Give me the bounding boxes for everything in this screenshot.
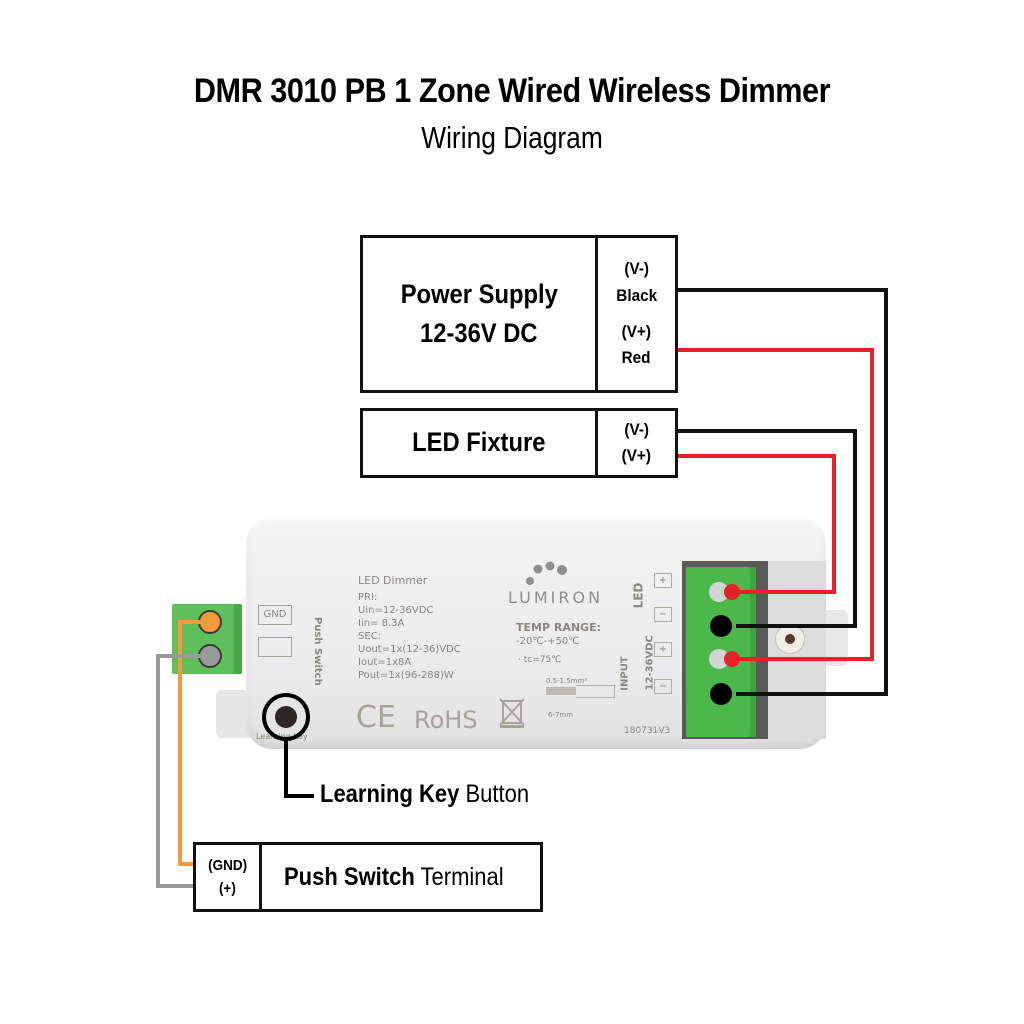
push-switch-terminal-block (172, 604, 242, 674)
push-terminal-pos: (+) (219, 880, 236, 897)
tc-value: · tc=75℃ (518, 655, 562, 665)
push-switch-title-rest: Terminal (414, 862, 504, 891)
plus-print: + (654, 642, 672, 657)
input-print: INPUT (619, 656, 631, 691)
ps-terminal-pos-polarity: (V+) (621, 322, 652, 341)
spec-line: Uin=12-36VDC (358, 605, 434, 616)
learning-key-callout-bold: Learning Key (320, 780, 460, 808)
box-divider (595, 238, 598, 390)
rohs-mark: RoHS (414, 706, 478, 734)
push-switch-title-text: Push Switch Terminal (284, 863, 504, 892)
box-divider (259, 845, 262, 909)
device-title-print: LED Dimmer (358, 574, 428, 587)
wire-insulation-icon (576, 685, 615, 698)
push-switch-title-bold: Push Switch (284, 862, 415, 891)
diagram-title: DMR 3010 PB 1 Zone Wired Wireless Dimmer (193, 72, 831, 110)
push-switch-terminal-title: Push Switch Terminal (262, 845, 540, 909)
weee-bin-icon (499, 698, 525, 728)
led-terminal-neg: (V-) (624, 419, 649, 439)
spec-line: Uout=1x(12-36)VDC (358, 644, 461, 655)
serial-number: 180731V3 (624, 726, 671, 736)
learning-key-callout: Learning Key Button (320, 780, 529, 809)
minus-print: − (654, 679, 672, 694)
ps-terminal-neg-wire: Black (616, 285, 657, 305)
wire-strip-icon (546, 687, 576, 695)
spec-line: PRI: (358, 592, 378, 603)
learning-key-print: Learning Key (256, 732, 308, 741)
spec-line: Iin= 8.3A (358, 618, 405, 629)
screw-center (785, 634, 795, 644)
power-supply-voltage: 12-36V DC (420, 318, 538, 348)
power-supply-terminals: (V-) Black (V+) Red (598, 238, 675, 390)
ce-mark: CE (356, 700, 396, 735)
ps-terminal-pos-wire: Red (622, 348, 651, 368)
temp-range-value: -20℃-+50℃ (516, 636, 580, 647)
ps-terminal-neg-polarity: (V-) (624, 259, 649, 279)
led-terminal-pos: (V+) (621, 446, 652, 465)
power-supply-name: Power Supply (400, 278, 558, 309)
plus-print: + (654, 573, 672, 588)
led-fixture-terminals: (V-) (V+) (598, 411, 675, 475)
gnd-print-box: GND (258, 605, 292, 625)
led-fixture-box: LED Fixture (V-) (V+) (360, 408, 678, 478)
brand-logo: LUMIRON (508, 588, 604, 607)
spec-line: SEC: (358, 631, 382, 642)
led-fixture-name: LED Fixture (412, 427, 546, 458)
box-divider (595, 411, 598, 475)
lumiron-logo-dots-icon (526, 561, 567, 585)
wire-gauge: 0.5-1.5mm² (546, 677, 588, 685)
temp-range-label: TEMP RANGE: (516, 621, 601, 634)
power-supply-box: Power Supply 12-36V DC (V-) Black (V+) R… (360, 235, 678, 393)
spec-line: Pout=1x(96-288)W (358, 670, 454, 681)
led-terminal-print: LED (631, 582, 646, 609)
minus-print: − (654, 607, 672, 622)
push-switch-print: Push Switch (312, 617, 323, 686)
push-switch-terminal-box: (GND) (+) Push Switch Terminal (193, 842, 543, 912)
strip-length: 6-7mm (548, 711, 574, 719)
power-supply-label: Power Supply 12-36V DC (363, 238, 595, 390)
push-switch-print-box (258, 637, 292, 657)
spec-lines: PRI: Uin=12-36VDC Iin= 8.3A SEC: Uout=1x… (358, 591, 461, 682)
dimmer-device: GND Push Switch LED Dimmer PRI: Uin=12-3… (246, 517, 826, 749)
push-switch-terminal-labels: (GND) (+) (196, 845, 259, 909)
push-terminal-gnd: (GND) (207, 856, 247, 874)
diagram-subtitle: Wiring Diagram (421, 120, 603, 155)
spec-line: Iout=1x8A (358, 657, 412, 668)
output-input-terminal-block (686, 567, 756, 737)
learning-key-callout-rest: Button (459, 780, 530, 808)
led-fixture-label: LED Fixture (363, 411, 595, 475)
